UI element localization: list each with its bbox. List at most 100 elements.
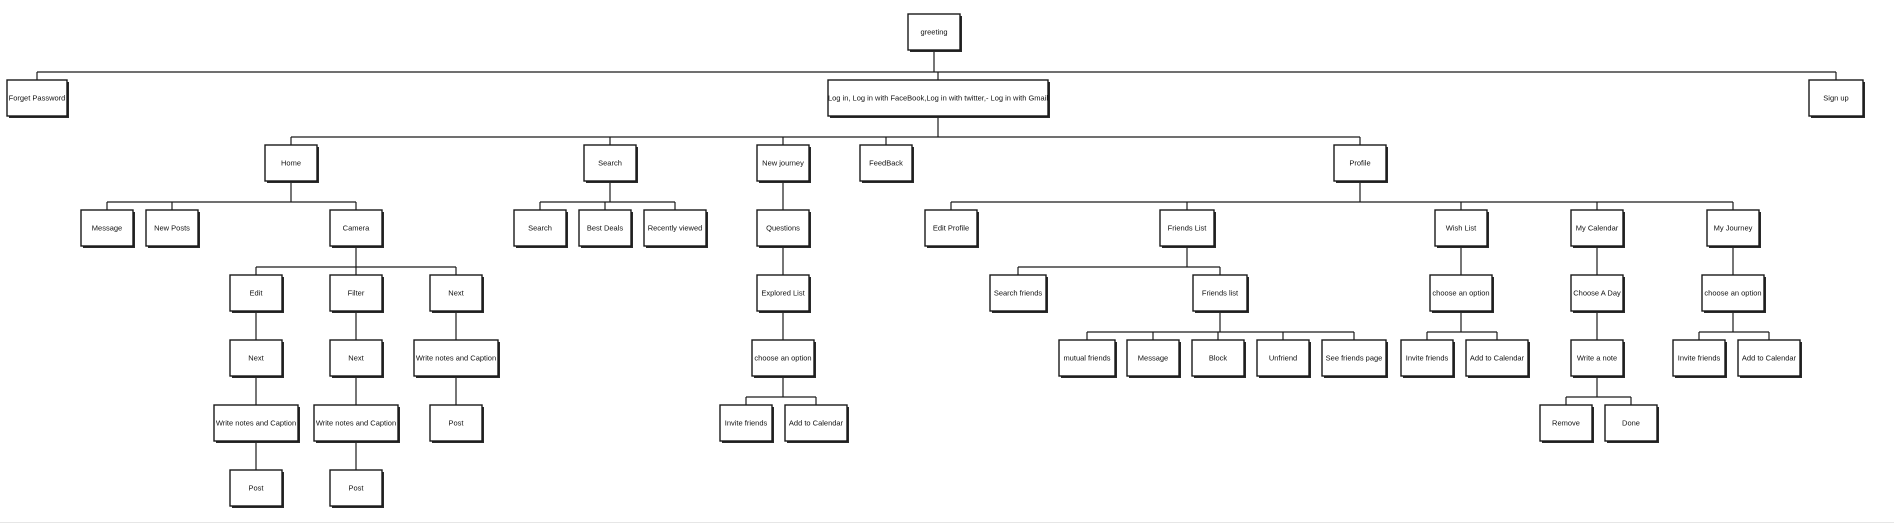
node-label: Filter — [348, 289, 365, 298]
node-profile: Profile — [1333, 144, 1388, 183]
node-box — [1126, 339, 1180, 377]
node-questions: Questions — [756, 209, 811, 248]
node-invite_mj: Invite friends — [1672, 339, 1727, 378]
node-label: Message — [92, 224, 122, 233]
node-choose_mj: choose an option — [1701, 274, 1766, 313]
node-myjourney: My Journey — [1706, 209, 1761, 248]
node-box — [583, 144, 637, 182]
node-signup: Sign up — [1808, 79, 1865, 118]
node-seefriends: See friends page — [1321, 339, 1388, 378]
node-label: Friends list — [1202, 289, 1239, 298]
node-wnc1: Write notes and Caption — [213, 404, 300, 443]
node-mutual: mutual friends — [1058, 339, 1117, 378]
node-box — [1321, 339, 1387, 377]
node-box — [229, 274, 283, 312]
node-next3: Next — [429, 274, 484, 313]
node-label: Write a note — [1577, 354, 1617, 363]
node-search2: Search — [513, 209, 568, 248]
node-done: Done — [1604, 404, 1659, 443]
node-label: choose an option — [1704, 289, 1761, 298]
node-label: Recently viewed — [648, 224, 703, 233]
node-next2: Next — [329, 339, 384, 378]
node-box — [1429, 274, 1493, 312]
node-newjourney: New journey — [756, 144, 811, 183]
node-box — [329, 274, 383, 312]
node-label: Write notes and Caption — [316, 419, 396, 428]
node-filter: Filter — [329, 274, 384, 313]
node-label: Invite friends — [725, 419, 768, 428]
node-label: Next — [348, 354, 364, 363]
node-label: New Posts — [154, 224, 190, 233]
node-remove: Remove — [1539, 404, 1594, 443]
node-box — [1159, 209, 1215, 247]
node-bestdeals: Best Deals — [578, 209, 633, 248]
node-choose_nj: choose an option — [751, 339, 816, 378]
node-editprofile: Edit Profile — [924, 209, 979, 248]
node-greeting: greeting — [907, 13, 962, 52]
node-label: choose an option — [1432, 289, 1489, 298]
node-box — [329, 469, 383, 507]
node-mycalendar: My Calendar — [1570, 209, 1625, 248]
node-addcal_nj: Add to Calendar — [784, 404, 849, 443]
node-choose_wl: choose an option — [1429, 274, 1494, 313]
node-label: Add to Calendar — [1470, 354, 1525, 363]
node-label: New journey — [762, 159, 804, 168]
node-feedback: FeedBack — [859, 144, 914, 183]
node-box — [1672, 339, 1726, 377]
node-box — [719, 404, 773, 442]
node-label: Search — [598, 159, 622, 168]
node-box — [1434, 209, 1488, 247]
node-search: Search — [583, 144, 638, 183]
node-writenote: Write a note — [1570, 339, 1625, 378]
node-box — [1256, 339, 1310, 377]
node-box — [1570, 209, 1624, 247]
node-recent: Recently viewed — [643, 209, 708, 248]
node-post1: Post — [229, 469, 284, 508]
node-label: My Journey — [1714, 224, 1753, 233]
node-newposts: New Posts — [145, 209, 200, 248]
node-box — [1539, 404, 1593, 442]
node-box — [1192, 274, 1248, 312]
node-block: Block — [1191, 339, 1246, 378]
node-invite_nj: Invite friends — [719, 404, 774, 443]
node-wishlist: Wish List — [1434, 209, 1489, 248]
node-label: Wish List — [1446, 224, 1477, 233]
node-box — [1191, 339, 1245, 377]
node-invite_wl: Invite friends — [1400, 339, 1455, 378]
node-label: Invite friends — [1678, 354, 1721, 363]
node-camera: Camera — [329, 209, 384, 248]
node-explored: Explored List — [756, 274, 811, 313]
node-label: Invite friends — [1406, 354, 1449, 363]
node-label: Best Deals — [587, 224, 624, 233]
node-box — [1333, 144, 1387, 182]
node-label: Message — [1138, 354, 1168, 363]
node-box — [513, 209, 567, 247]
node-addcal_mj: Add to Calendar — [1737, 339, 1802, 378]
node-label: Camera — [343, 224, 371, 233]
node-box — [751, 339, 815, 377]
node-login: Log in, Log in with FaceBook,Log in with… — [827, 79, 1050, 118]
node-label: Add to Calendar — [1742, 354, 1797, 363]
node-edit: Edit — [229, 274, 284, 313]
node-box — [1465, 339, 1529, 377]
node-label: greeting — [920, 28, 947, 37]
node-box — [329, 209, 383, 247]
node-post3: Post — [429, 404, 484, 443]
node-box — [413, 339, 499, 377]
node-box — [80, 209, 134, 247]
node-unfriend: Unfriend — [1256, 339, 1311, 378]
node-box — [1737, 339, 1801, 377]
node-label: Home — [281, 159, 301, 168]
node-label: Edit — [250, 289, 264, 298]
connector-layer — [36, 50, 1837, 470]
node-label: Post — [248, 484, 264, 493]
node-label: mutual friends — [1063, 354, 1110, 363]
node-box — [313, 404, 399, 442]
node-box — [643, 209, 707, 247]
node-box — [1604, 404, 1658, 442]
bottom-divider — [0, 522, 1894, 523]
node-home: Home — [264, 144, 319, 183]
node-searchfriends: Search friends — [989, 274, 1048, 313]
node-box — [924, 209, 978, 247]
